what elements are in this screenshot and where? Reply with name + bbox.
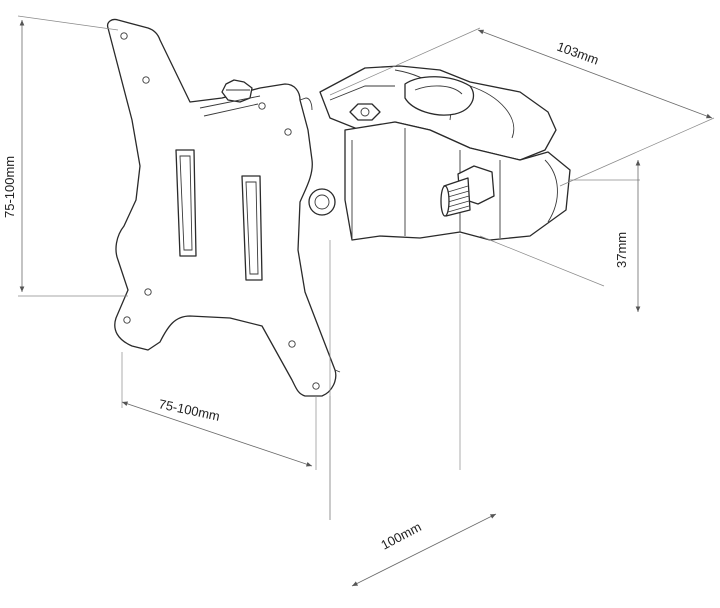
mounting-holes xyxy=(120,32,320,390)
dim-plate-width xyxy=(121,401,313,467)
dimension-lines xyxy=(19,20,713,587)
vesa-plate xyxy=(106,18,341,397)
label-plate-height: 75-100mm xyxy=(2,156,17,218)
threaded-stud xyxy=(440,165,495,217)
label-arm-width: 103mm xyxy=(555,39,601,68)
dim-depth xyxy=(351,513,497,587)
label-arm-height: 37mm xyxy=(614,232,629,268)
extension-lines xyxy=(17,15,715,520)
dim-arm-width xyxy=(477,29,713,119)
label-depth: 100mm xyxy=(378,519,423,553)
swivel-head xyxy=(319,65,571,241)
label-plate-width: 75-100mm xyxy=(157,396,221,424)
